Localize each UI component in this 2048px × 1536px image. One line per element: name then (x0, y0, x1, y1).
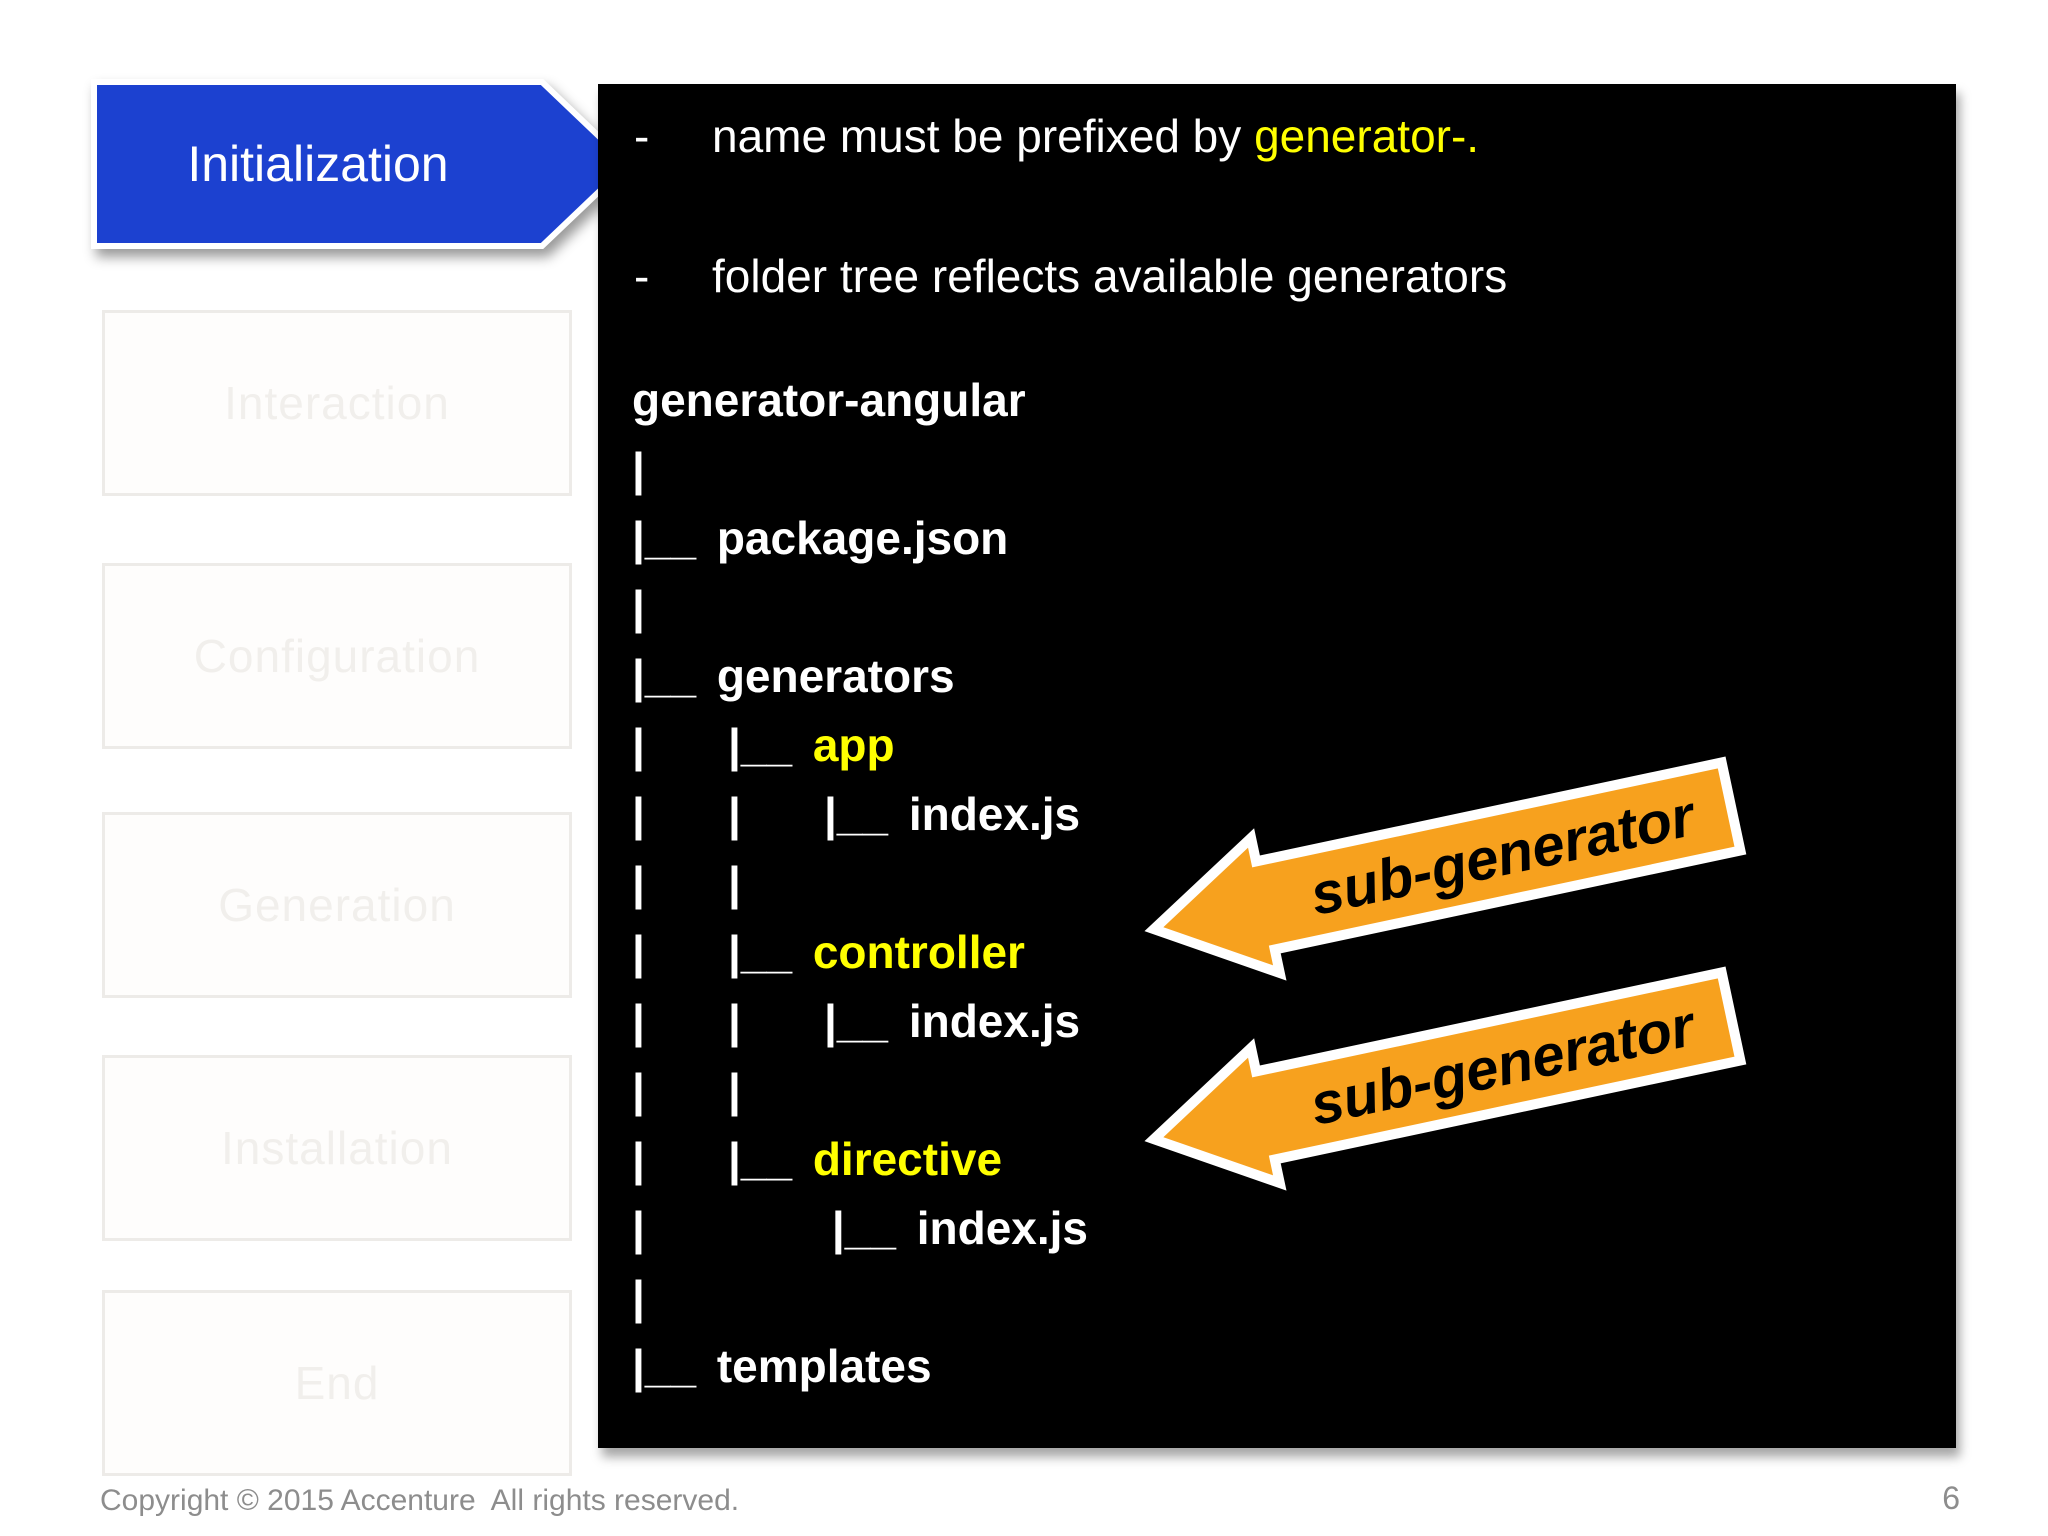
callout-arrow-polygon (1144, 966, 1747, 1191)
callout-arrow-shape: sub-generator (1144, 756, 1747, 981)
tree-branch-lines: | (632, 443, 645, 495)
bullet-text: folder tree reflects available generator… (712, 250, 1508, 302)
callout-arrow-polygon (1144, 756, 1747, 981)
tree-branch-lines: | |__ (632, 1202, 917, 1254)
tree-branch-lines: | |__ (632, 1133, 813, 1185)
tree-line: | |__ controller (632, 918, 1088, 987)
folder-tree: generator-angular | |__ package.json | |__ g… (632, 366, 1088, 1401)
tree-line: | (632, 573, 1088, 642)
bullet-folder-tree: - folder tree reflects available generato… (634, 248, 1507, 304)
footer-copyright: Copyright © 2015 Accenture All rights re… (100, 1484, 740, 1517)
bullet-dash: - (634, 250, 650, 302)
tree-branch-lines: | |__ (632, 926, 813, 978)
tree-node-label: index.js (908, 995, 1081, 1047)
tree-line: | | |__ index.js (632, 987, 1088, 1056)
tree-branch-lines: | (632, 1271, 645, 1323)
tree-branch-lines: | | |__ (632, 995, 909, 1047)
step-box-installation: Installation (102, 1055, 572, 1241)
tree-branch-lines: | (632, 581, 645, 633)
step-label: Generation (218, 879, 456, 931)
bullet-name-prefix: - name must be prefixed by generator-. (634, 108, 1479, 164)
blue-arrow-shape: Initialization (91, 79, 633, 249)
tree-node-label: generator-angular (632, 374, 1026, 426)
tree-branch-lines: | | (632, 1064, 741, 1116)
bullet-highlight: generator-. (1254, 110, 1480, 162)
step-label: Interaction (224, 377, 450, 429)
step-label: Configuration (193, 630, 481, 682)
step-label: End (294, 1357, 380, 1409)
step-initialization-arrow: Initialization (90, 78, 635, 250)
tree-node-label: app (812, 719, 895, 771)
tree-node-label: controller (812, 926, 1025, 978)
tree-line: | (632, 435, 1088, 504)
tree-line: | (632, 1263, 1088, 1332)
step-box-end: End (102, 1290, 572, 1476)
sub-generator-callout-1: sub-generator (1134, 732, 1752, 1003)
tree-branch-lines: | |__ (632, 719, 813, 771)
tree-branch-lines: |__ (632, 1340, 717, 1392)
tree-line: |__ templates (632, 1332, 1088, 1401)
tree-branch-lines: | | (632, 857, 741, 909)
tree-line: | |__ index.js (632, 1194, 1088, 1263)
tree-line: | |__ app (632, 711, 1088, 780)
tree-node-label: directive (812, 1133, 1003, 1185)
tree-line: | |__ directive (632, 1125, 1088, 1194)
tree-branch-lines: |__ (632, 650, 717, 702)
tree-node-label: index.js (916, 1202, 1089, 1254)
tree-node-label: templates (716, 1340, 932, 1392)
tree-node-label: package.json (716, 512, 1009, 564)
bullet-dash: - (634, 110, 650, 162)
step-label: Installation (221, 1122, 453, 1174)
tree-line: | | (632, 1056, 1088, 1125)
blue-arrow-pentagon (91, 79, 633, 249)
content-panel: - name must be prefixed by generator-. - f… (598, 84, 1956, 1448)
tree-line: |__ generators (632, 642, 1088, 711)
step-box-interaction: Interaction (102, 310, 572, 496)
tree-branch-lines: | | |__ (632, 788, 909, 840)
step-box-generation: Generation (102, 812, 572, 998)
step-box-configuration: Configuration (102, 563, 572, 749)
bullet-text: name must be prefixed by (712, 110, 1255, 162)
tree-branch-lines: |__ (632, 512, 717, 564)
tree-line: generator-angular (632, 366, 1088, 435)
tree-line: | | (632, 849, 1088, 918)
tree-line: | | |__ index.js (632, 780, 1088, 849)
footer-page-number: 6 (1942, 1480, 1960, 1516)
tree-node-label: index.js (908, 788, 1081, 840)
step-initialization-label: Initialization (187, 136, 448, 192)
tree-node-label: generators (716, 650, 955, 702)
tree-line: |__ package.json (632, 504, 1088, 573)
